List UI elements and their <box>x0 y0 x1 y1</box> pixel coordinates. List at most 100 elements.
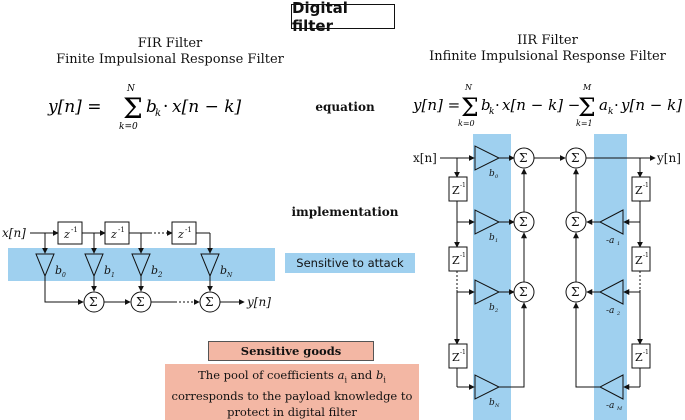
svg-text:-1: -1 <box>185 226 192 234</box>
svg-text:1: 1 <box>495 238 498 244</box>
svg-text:Σ: Σ <box>205 295 213 309</box>
svg-text:b: b <box>151 264 158 277</box>
svg-text:Σ: Σ <box>571 215 579 229</box>
svg-text:-1: -1 <box>118 226 125 234</box>
svg-text:b: b <box>489 169 495 179</box>
svg-text:-a: -a <box>606 236 614 246</box>
svg-text:-1: -1 <box>460 182 466 189</box>
iir-heading-line2: Infinite Impulsional Response Filter <box>429 49 666 64</box>
svg-text:b: b <box>146 97 157 117</box>
fir-delay-box <box>57 221 83 245</box>
svg-text:-1: -1 <box>643 349 649 356</box>
svg-text:b: b <box>489 398 495 408</box>
iir-fb-delay-box <box>631 246 651 272</box>
svg-text:-1: -1 <box>643 252 649 259</box>
svg-text:Σ: Σ <box>571 151 579 165</box>
svg-text:M: M <box>582 83 592 92</box>
svg-text:-a: -a <box>606 401 614 411</box>
svg-text:2: 2 <box>157 271 163 279</box>
svg-text:-1: -1 <box>71 226 78 234</box>
svg-text:b: b <box>481 96 491 114</box>
svg-text:-1: -1 <box>460 252 466 259</box>
iir-ff-multiplier-triangle <box>474 374 501 400</box>
svg-text:a: a <box>599 96 608 114</box>
iir-fb-delay-box <box>631 343 651 369</box>
svg-text:1: 1 <box>617 241 620 247</box>
svg-text:y[n − k]: y[n − k] <box>620 96 682 114</box>
pool-line-2: corresponds to the payload knowledge to <box>171 389 413 404</box>
svg-text:k: k <box>489 107 494 117</box>
iir-ff-multiplier-triangle <box>474 209 501 235</box>
iir-feedforward-band <box>473 134 511 420</box>
svg-text:k=1: k=1 <box>576 119 593 128</box>
svg-text:·: · <box>495 96 500 114</box>
svg-text:b: b <box>220 264 227 277</box>
svg-text:-1: -1 <box>643 182 649 189</box>
svg-text:Σ: Σ <box>136 295 144 309</box>
iir-implementation-labels: x[n] y[n] Z-1 Z-1 Z-1 Z-1 Z-1 Z-1 Σ Σ Σ … <box>413 151 681 412</box>
fir-multiplier-triangle <box>35 253 55 278</box>
svg-text:x[n − k] −: x[n − k] − <box>502 96 580 114</box>
fir-multiplier-triangle <box>131 253 151 278</box>
sensitive-goods-label: Sensitive goods <box>208 341 374 361</box>
svg-text:Σ: Σ <box>519 285 527 299</box>
iir-implementation <box>440 134 656 420</box>
iir-ff-multiplier-triangle <box>474 279 501 305</box>
svg-text:Σ: Σ <box>89 295 97 309</box>
svg-text:Σ: Σ <box>519 151 527 165</box>
iir-fb-multiplier-triangle <box>598 209 624 235</box>
svg-text:k: k <box>155 108 161 119</box>
svg-text:b: b <box>489 233 495 243</box>
pool-line-3: protect in digital filter <box>227 405 357 420</box>
svg-text:z: z <box>177 228 184 241</box>
svg-text:Σ: Σ <box>571 285 579 299</box>
sensitive-to-attack-label: Sensitive to attack <box>285 253 415 273</box>
svg-text:k=0: k=0 <box>119 122 138 132</box>
svg-text:N: N <box>126 84 136 94</box>
svg-text:Z: Z <box>635 184 643 197</box>
fir-heading-line1: FIR Filter <box>137 36 203 51</box>
svg-text:k=0: k=0 <box>458 119 475 128</box>
svg-text:1: 1 <box>111 272 115 279</box>
fir-heading: FIR Filter Finite Impulsional Response F… <box>20 36 320 68</box>
fir-sum-symbols: Σ Σ Σ <box>89 295 213 309</box>
fir-delay-box <box>171 221 197 245</box>
svg-text:N: N <box>494 403 500 409</box>
svg-text:0: 0 <box>62 272 66 279</box>
svg-text:y[n] =: y[n] = <box>47 97 101 117</box>
sensitive-goods-description: The pool of coefficients ai and bi corre… <box>165 364 419 420</box>
svg-text:Z: Z <box>635 254 643 267</box>
svg-text:b: b <box>104 264 111 277</box>
svg-text:Σ: Σ <box>578 93 596 122</box>
svg-text:-a: -a <box>606 306 614 316</box>
svg-text:M: M <box>616 406 623 412</box>
svg-text:-1: -1 <box>460 349 466 356</box>
iir-delay-labels: Z-1 Z-1 Z-1 Z-1 Z-1 Z-1 <box>452 182 649 364</box>
fir-input-label: x[n] <box>2 226 26 240</box>
svg-text:Z: Z <box>452 254 460 267</box>
svg-text:y[n] =: y[n] = <box>412 96 460 114</box>
implementation-label: implementation <box>291 205 399 219</box>
svg-text:b: b <box>489 303 495 313</box>
svg-text:2: 2 <box>616 311 620 317</box>
svg-text:Z: Z <box>452 184 460 197</box>
svg-text:·: · <box>614 96 619 114</box>
fir-delay-labels: z-1 z-1 z-1 <box>63 226 192 241</box>
iir-output-label: y[n] <box>656 151 681 165</box>
iir-ff-multiplier-triangle <box>474 145 501 171</box>
fir-output-label: y[n] <box>246 295 271 309</box>
svg-text:Σ: Σ <box>519 215 527 229</box>
svg-text:z: z <box>110 228 117 241</box>
fir-multiplier-triangle <box>200 253 220 278</box>
svg-text:z: z <box>63 228 70 241</box>
iir-fb-multiplier-triangle <box>598 374 624 400</box>
fir-delay-box <box>104 221 130 245</box>
pool-a-symbol: a <box>337 368 345 382</box>
iir-sum-symbols: Σ Σ Σ Σ Σ Σ <box>519 151 579 299</box>
iir-ff-delay-box <box>448 176 468 202</box>
pool-b-symbol: b <box>375 368 384 382</box>
